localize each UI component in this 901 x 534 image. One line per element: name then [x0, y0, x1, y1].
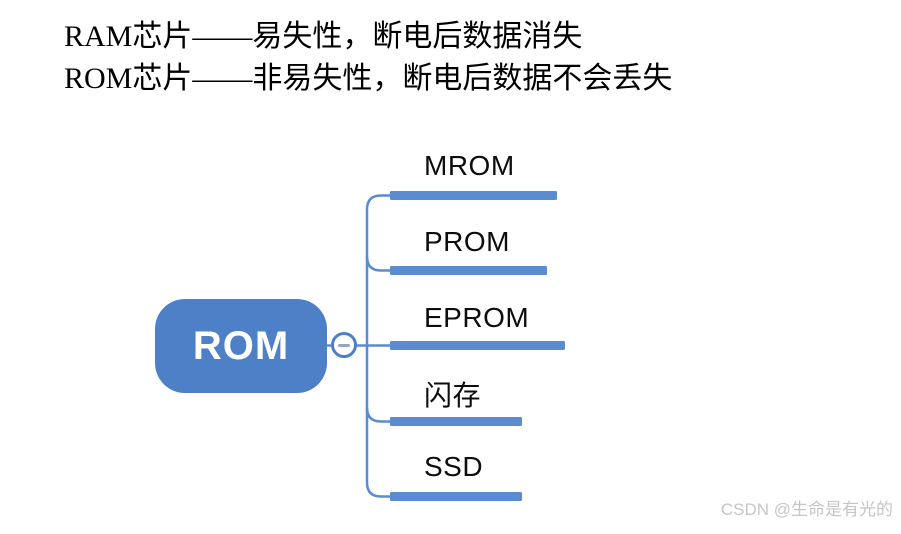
- root-node-rom[interactable]: ROM: [155, 299, 327, 393]
- branch-underline-flash: [390, 417, 522, 426]
- branch-label-eprom[interactable]: EPROM: [424, 302, 530, 333]
- watermark: CSDN @生命是有光的: [720, 500, 893, 519]
- header-notes: RAM芯片——易失性，断电后数据消失 ROM芯片——非易失性，断电后数据不会丢失: [64, 16, 672, 100]
- minus-icon: [338, 343, 350, 347]
- branch-underline-eprom: [390, 341, 565, 350]
- branch-label-flash[interactable]: 闪存: [424, 380, 482, 411]
- branch-label-ssd[interactable]: SSD: [424, 451, 484, 482]
- note-line-rom: ROM芯片——非易失性，断电后数据不会丢失: [64, 62, 673, 95]
- branch-label-mrom[interactable]: MROM: [424, 150, 515, 181]
- connector-flash: [365, 407, 392, 423]
- root-node-label: ROM: [192, 323, 290, 368]
- branch-underline-mrom: [390, 191, 557, 200]
- connector-prom: [365, 256, 392, 272]
- note-line-ram: RAM芯片——易失性，断电后数据消失: [64, 20, 583, 53]
- collapse-button[interactable]: [331, 332, 357, 358]
- branch-underline-ssd: [390, 492, 522, 501]
- branch-underline-prom: [390, 266, 547, 275]
- connector-trunk: [365, 194, 392, 498]
- branch-label-prom[interactable]: PROM: [424, 226, 510, 257]
